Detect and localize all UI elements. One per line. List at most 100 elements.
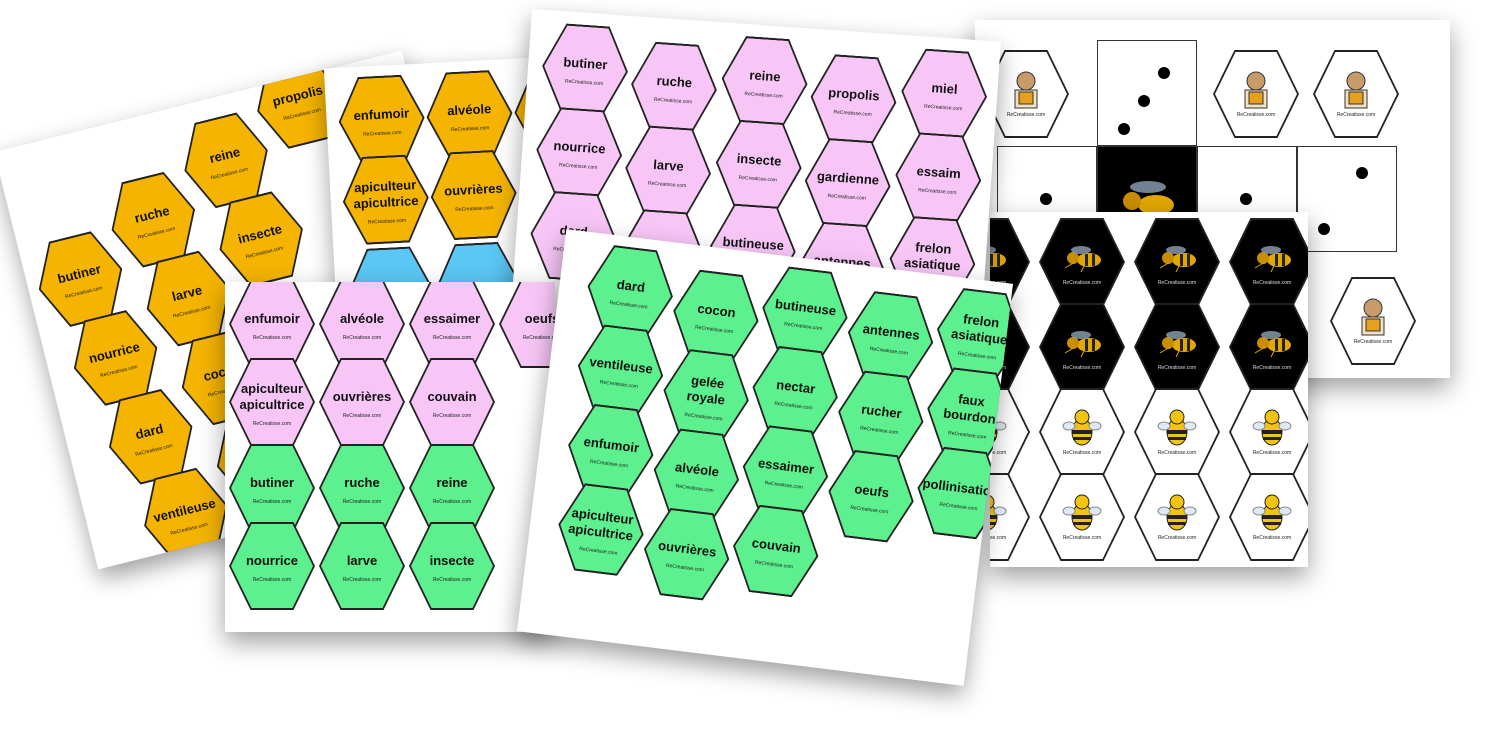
site-credit: ReCreatisse.com [1157,535,1197,541]
site-credit: ReCreatisse.com [738,174,778,184]
site-credit: ReCreatisse.com [957,350,997,362]
beekeeper-card: ReCreatisse.com [1330,277,1416,365]
card-word: enfumoir [353,105,410,124]
card-word: enfumoir [582,433,640,456]
site-credit: ReCreatisse.com [990,535,1007,541]
bee-icon [990,494,1007,531]
hex-card-face: ReCreatisse.com [1215,52,1297,136]
site-credit: ReCreatisse.com [1062,280,1102,286]
site-credit: ReCreatisse.com [869,345,909,357]
card-word: rucher [860,401,903,422]
card-word: alvéole [674,459,720,480]
bee-card: ReCreatisse.com [1134,388,1220,476]
hex-card-face: ReCreatisse.com [1332,279,1414,363]
bee-card: ReCreatisse.com [1134,473,1220,561]
hex-card-face: ReCreatisse.com [1041,305,1123,389]
site-credit: ReCreatisse.com [252,499,292,505]
card-word: apiculteur apicultrice [353,177,419,212]
hex-card-face: ReCreatisse.com [990,475,1028,559]
card-word: essaimer [757,455,815,478]
card-word: frelon asiatique [950,311,1009,348]
card-word: couvain [751,535,802,556]
beekeeper-icon [1244,71,1268,109]
site-credit: ReCreatisse.com [783,321,823,332]
site-credit: ReCreatisse.com [558,162,598,171]
site-credit: ReCreatisse.com [210,166,249,182]
site-credit: ReCreatisse.com [342,499,382,505]
bee-icon [1252,409,1292,446]
wasp-icon [1159,331,1196,358]
card-word: butiner [562,54,608,73]
site-credit: ReCreatisse.com [1062,535,1102,541]
site-credit: ReCreatisse.com [245,245,284,261]
card-word: apiculteur apicultrice [567,504,635,544]
site-credit: ReCreatisse.com [1252,535,1292,541]
bee-card: ReCreatisse.com [990,473,1030,561]
card-word: insecte [736,150,782,169]
site-credit: ReCreatisse.com [859,425,899,437]
card-word: ventileuse [151,495,218,526]
site-credit: ReCreatisse.com [647,180,687,190]
site-credit: ReCreatisse.com [172,304,212,320]
site-credit: ReCreatisse.com [342,335,382,341]
card-word: essaim [916,163,962,182]
site-credit: ReCreatisse.com [282,107,322,123]
site-credit: ReCreatisse.com [1252,450,1292,456]
site-credit: ReCreatisse.com [609,299,648,311]
wasp-card: ReCreatisse.com [1039,218,1125,306]
wasp-card: ReCreatisse.com [1134,303,1220,391]
site-credit: ReCreatisse.com [1157,450,1197,456]
site-credit: ReCreatisse.com [1157,280,1197,286]
site-credit: ReCreatisse.com [455,205,494,214]
site-credit: ReCreatisse.com [578,546,618,557]
card-word: nourrice [245,553,298,568]
wasp-icon [1254,331,1291,358]
site-credit: ReCreatisse.com [774,400,813,412]
card-word: reine [748,67,781,85]
site-credit: ReCreatisse.com [522,335,555,341]
wasp-icon [1064,246,1101,273]
site-credit: ReCreatisse.com [1236,112,1276,118]
site-credit: ReCreatisse.com [599,379,639,390]
card-word: reine [207,143,242,167]
site-credit: ReCreatisse.com [137,225,177,241]
